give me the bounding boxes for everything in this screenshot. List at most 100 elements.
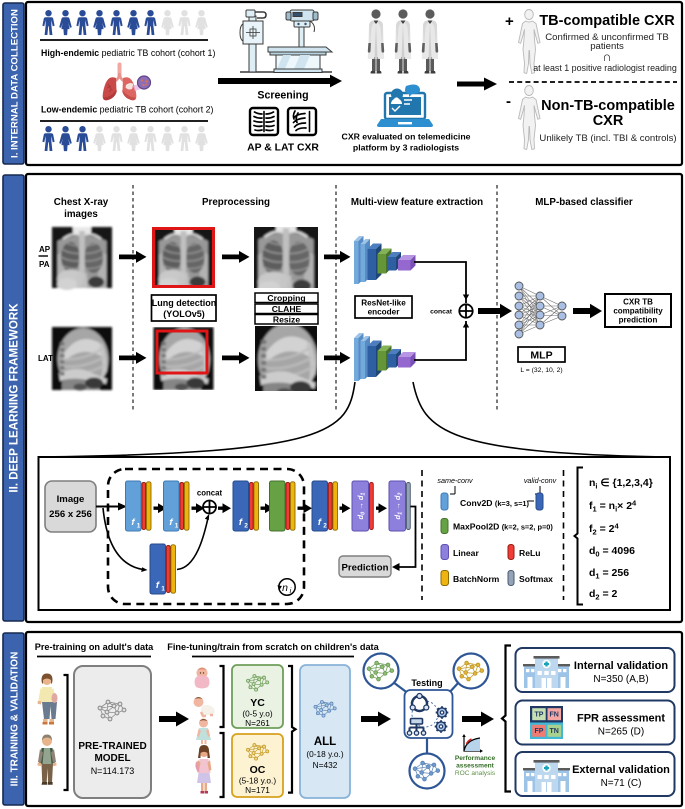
svg-text:f: f: [169, 517, 173, 528]
svg-text:CXR evaluated on telemedicine: CXR evaluated on telemedicine: [342, 132, 471, 142]
svg-text:(0-18 y.o.): (0-18 y.o.): [306, 749, 343, 759]
svg-text:at least 1 positive radiologis: at least 1 positive radiologist reading: [533, 63, 677, 73]
svg-text:ni ∈ {1,2,3,4}: ni ∈ {1,2,3,4}: [589, 477, 653, 491]
svg-text:Unlikely TB (incl. TBI & contr: Unlikely TB (incl. TBI & controls): [539, 133, 676, 144]
svg-text:OC: OC: [250, 764, 266, 776]
svg-text:MLP: MLP: [530, 350, 552, 362]
svg-text:Pre-training on adult's data: Pre-training on adult's data: [35, 642, 154, 652]
svg-text:-: -: [506, 93, 511, 110]
svg-text:CXR TB: CXR TB: [623, 298, 653, 307]
svg-text:FPR assessment: FPR assessment: [577, 713, 665, 725]
svg-text:N=432: N=432: [313, 760, 338, 770]
svg-text:LAT: LAT: [38, 354, 53, 363]
svg-text:Conv2D (k=3, s=1): Conv2D (k=3, s=1): [460, 498, 530, 508]
svg-text:n: n: [282, 582, 288, 594]
svg-text:images: images: [64, 209, 98, 220]
svg-text:assessment: assessment: [456, 763, 495, 770]
svg-text:CLAHE: CLAHE: [272, 304, 302, 314]
svg-text:i: i: [290, 586, 292, 595]
svg-text:256 x 256: 256 x 256: [49, 509, 92, 520]
svg-text:I. INTERNAL DATA COLLECTION: I. INTERNAL DATA COLLECTION: [10, 9, 21, 158]
svg-text:concat: concat: [430, 309, 453, 316]
svg-text:f: f: [131, 517, 135, 528]
svg-text:AP: AP: [39, 245, 51, 254]
svg-text:FN: FN: [550, 712, 559, 719]
svg-text:III. TRAINING & VALIDATION: III. TRAINING & VALIDATION: [10, 652, 21, 787]
svg-text:d0 → d1: d0 → d1: [356, 493, 367, 520]
svg-text:2: 2: [244, 523, 248, 530]
svg-text:platform by 3 radiologists: platform by 3 radiologists: [353, 143, 459, 153]
svg-text:(5-18 y.o.): (5-18 y.o.): [239, 776, 276, 786]
svg-text:f1 = ni× 24: f1 = ni× 24: [589, 499, 637, 514]
svg-text:Resize: Resize: [273, 314, 300, 324]
svg-text:Low-endemic pediatric TB cohor: Low-endemic pediatric TB cohort (cohort …: [41, 105, 213, 115]
svg-text:BatchNorm: BatchNorm: [453, 574, 500, 584]
svg-text:N=171: N=171: [245, 785, 270, 795]
svg-text:Screening: Screening: [257, 90, 308, 102]
svg-text:f2 = 24: f2 = 24: [589, 522, 619, 537]
svg-text:ALL: ALL: [314, 736, 336, 748]
svg-text:Cropping: Cropping: [267, 293, 305, 303]
svg-text:Linear: Linear: [453, 548, 479, 558]
svg-text:d1 → d2: d1 → d2: [393, 493, 404, 520]
svg-text:Testing: Testing: [411, 678, 442, 688]
svg-text:N=261: N=261: [245, 718, 270, 728]
svg-text:2: 2: [323, 523, 327, 530]
svg-text:same-conv: same-conv: [437, 476, 473, 485]
svg-text:N=114.173: N=114.173: [91, 766, 135, 776]
svg-text:Softmax: Softmax: [519, 574, 553, 584]
svg-text:MLP-based classifier: MLP-based classifier: [535, 197, 633, 208]
svg-text:N=71 (C): N=71 (C): [601, 778, 642, 789]
svg-text:PA: PA: [39, 260, 50, 269]
svg-text:N=350 (A,B): N=350 (A,B): [593, 674, 648, 685]
svg-text:L = (32, 10, 2): L = (32, 10, 2): [520, 367, 562, 374]
svg-text:encoder: encoder: [368, 308, 401, 317]
svg-text:ReLu: ReLu: [519, 548, 540, 558]
svg-text:AP & LAT CXR: AP & LAT CXR: [247, 143, 319, 154]
svg-text:prediction: prediction: [619, 316, 658, 325]
svg-text:TP: TP: [535, 712, 544, 719]
svg-text:Non-TB-compatible: Non-TB-compatible: [541, 98, 675, 114]
svg-text:valid-conv: valid-conv: [524, 476, 557, 485]
svg-text:Chest X-ray: Chest X-ray: [54, 197, 109, 208]
svg-text:Internal validation: Internal validation: [574, 660, 668, 672]
svg-text:ResNet-like: ResNet-like: [361, 299, 406, 308]
svg-text:CXR: CXR: [593, 113, 624, 129]
svg-text:1: 1: [175, 523, 179, 530]
svg-text:YC: YC: [250, 697, 265, 709]
svg-text:TB-compatible CXR: TB-compatible CXR: [539, 13, 675, 29]
svg-text:Multi-view feature extraction: Multi-view feature extraction: [351, 197, 483, 208]
svg-text:(0-5 y.o): (0-5 y.o): [242, 709, 273, 719]
svg-text:External validation: External validation: [572, 764, 670, 776]
svg-text:+: +: [505, 13, 514, 30]
svg-text:∩: ∩: [602, 49, 611, 64]
svg-text:d1 = 256: d1 = 256: [589, 567, 629, 581]
svg-text:Image: Image: [57, 494, 85, 505]
svg-text:Prediction: Prediction: [342, 563, 389, 574]
svg-text:Fine-tuning/train from scratch: Fine-tuning/train from scratch on childr…: [167, 642, 379, 652]
svg-text:f: f: [239, 517, 243, 528]
svg-text:Lung detection: Lung detection: [152, 298, 217, 308]
svg-text:TN: TN: [550, 728, 559, 735]
svg-text:II. DEEP LEARNING FRAMEWORK: II. DEEP LEARNING FRAMEWORK: [8, 303, 21, 493]
svg-text:Performance: Performance: [455, 755, 496, 762]
svg-text:N=265 (D): N=265 (D): [598, 727, 644, 738]
svg-text:1: 1: [161, 586, 165, 593]
svg-text:patients: patients: [590, 41, 624, 52]
svg-text:MaxPool2D (k=2, s=2, p=0): MaxPool2D (k=2, s=2, p=0): [453, 522, 553, 532]
svg-text:concat: concat: [197, 489, 223, 498]
svg-text:Confirmed & unconfirmed TB: Confirmed & unconfirmed TB: [545, 32, 669, 43]
svg-text:(YOLOv5): (YOLOv5): [163, 309, 205, 319]
svg-text:ROC analysis: ROC analysis: [455, 770, 496, 777]
svg-text:d0 = 4096: d0 = 4096: [589, 545, 635, 559]
svg-text:compatibility: compatibility: [613, 307, 663, 316]
svg-text:f: f: [318, 517, 322, 528]
svg-text:f: f: [156, 580, 160, 591]
svg-text:MODEL: MODEL: [94, 753, 130, 764]
svg-text:High-endemic pediatric TB coho: High-endemic pediatric TB cohort (cohort…: [41, 48, 215, 58]
svg-text:1: 1: [137, 523, 141, 530]
svg-text:Preprocessing: Preprocessing: [202, 197, 270, 208]
svg-text:FP: FP: [535, 728, 544, 735]
svg-text:d2 = 2: d2 = 2: [589, 588, 618, 602]
svg-text:PRE-TRAINED: PRE-TRAINED: [78, 741, 146, 752]
